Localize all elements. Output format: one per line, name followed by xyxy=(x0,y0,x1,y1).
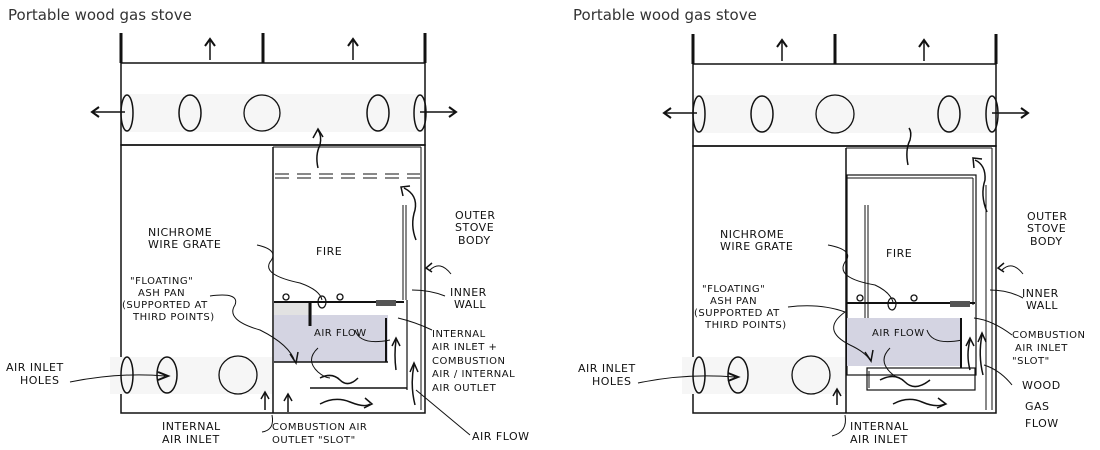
leader-line xyxy=(983,364,1013,386)
secondary-air-hole xyxy=(366,94,390,132)
leader-line xyxy=(397,317,433,331)
grate-clip xyxy=(950,301,970,307)
air-flow-arrow-icon xyxy=(394,339,397,371)
leader-line xyxy=(637,375,736,384)
secondary-air-hole xyxy=(692,95,706,133)
exhaust-arrow-icon xyxy=(776,38,788,61)
air-inlet-hole xyxy=(218,355,258,395)
exhaust-arrow-icon xyxy=(347,37,359,60)
label-air-flow-inner: AIR FLOW xyxy=(872,328,925,339)
secondary-air-hole xyxy=(178,94,202,132)
leader-line xyxy=(831,414,846,437)
leader-line xyxy=(1001,265,1024,275)
secondary-air-hole xyxy=(243,94,281,132)
leader-line xyxy=(415,389,471,436)
leader-line xyxy=(209,294,296,363)
air-flow-arrow-icon xyxy=(411,364,416,406)
diagram-title: Portable wood gas stove xyxy=(573,6,757,24)
air-inlet-hole xyxy=(692,356,706,394)
air-flow-arrow-icon xyxy=(879,375,931,388)
side-flow-arrow-icon xyxy=(90,106,125,118)
air-flow-arrow-icon xyxy=(319,374,359,385)
top-hole-band xyxy=(122,94,424,132)
secondary-air-hole xyxy=(750,95,774,133)
leader-line xyxy=(311,347,331,379)
leader-line xyxy=(926,329,963,343)
leader-line xyxy=(787,305,871,361)
leader-line xyxy=(973,317,1013,336)
ash-pan xyxy=(847,318,962,366)
flow-arrow-icon xyxy=(906,127,912,166)
flow-arrow-icon xyxy=(403,187,417,241)
outer-stove-body xyxy=(692,145,997,414)
bottom-hole-band xyxy=(110,357,272,394)
secondary-air-hole xyxy=(120,94,134,132)
secondary-air-hole xyxy=(815,94,855,134)
air-flow-arrow-icon xyxy=(892,398,946,407)
exhaust-arrow-icon xyxy=(204,37,216,60)
secondary-air-hole xyxy=(985,95,999,133)
leader-line xyxy=(354,329,391,343)
leader-line xyxy=(989,289,1024,299)
flow-arrow-icon xyxy=(316,129,322,169)
label-fire: FIRE xyxy=(316,245,342,258)
side-flow-arrow-icon xyxy=(420,106,458,118)
diagram-right: Portable wood gas stove xyxy=(560,0,1100,450)
air-inlet-hole xyxy=(727,356,749,394)
label-air-flow-bottom: AIR FLOW xyxy=(472,430,530,443)
leader-line xyxy=(411,289,446,297)
secondary-air-hole xyxy=(413,94,427,132)
diagram-title: Portable wood gas stove xyxy=(8,6,192,24)
label-fire: FIRE xyxy=(886,247,912,260)
flow-arrow-icon xyxy=(974,159,988,213)
air-flow-arrow-icon xyxy=(319,398,371,407)
wood-gas-flow-arrow-icon xyxy=(979,334,984,376)
diagram-left: Portable wood gas stove xyxy=(6,6,530,446)
leader-line xyxy=(256,244,323,301)
side-flow-arrow-icon xyxy=(662,107,697,119)
leader-line xyxy=(69,374,166,383)
leader-line xyxy=(883,347,901,379)
exhaust-arrow-icon xyxy=(918,38,930,61)
top-hole-band xyxy=(694,95,995,133)
leader-line xyxy=(827,244,894,303)
ash-pan-top-area xyxy=(274,303,312,315)
wood-gas-flow-arrow-icon xyxy=(967,339,971,371)
lower-tray xyxy=(866,367,976,391)
leader-line xyxy=(429,265,452,275)
air-inlet-hole xyxy=(791,355,831,395)
grate-clip xyxy=(376,300,396,306)
side-flow-arrow-icon xyxy=(992,107,1030,119)
ash-pan xyxy=(274,315,388,362)
label-air-flow-inner: AIR FLOW xyxy=(314,328,367,339)
leader-line xyxy=(261,414,273,433)
secondary-air-hole xyxy=(937,95,961,133)
